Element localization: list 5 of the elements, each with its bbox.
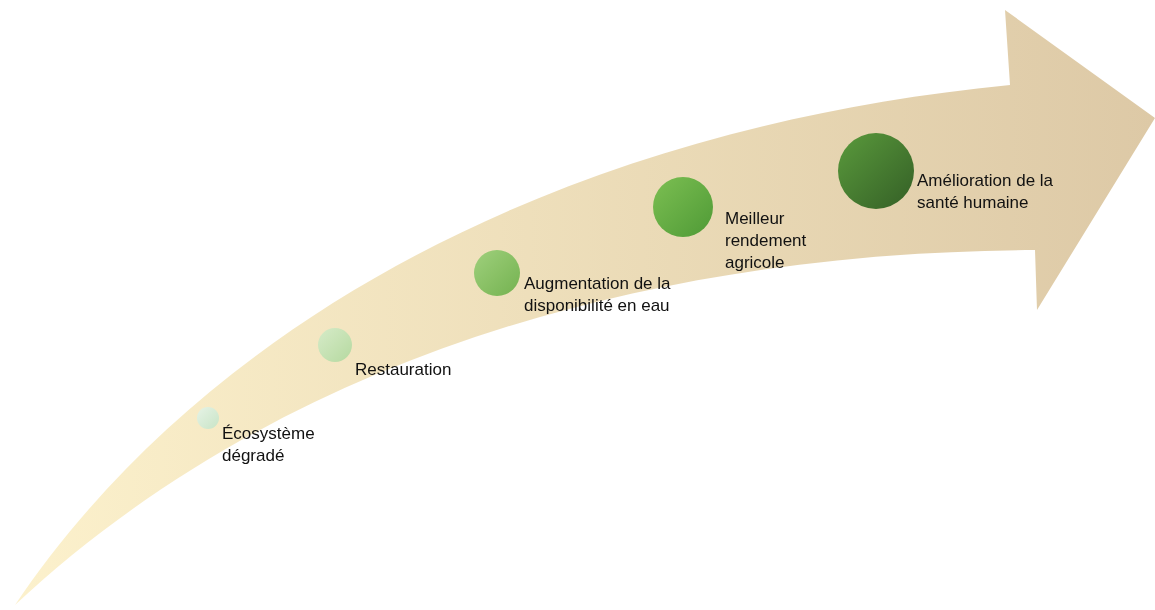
step-label: Écosystème dégradé <box>222 423 316 467</box>
step-label: Restauration <box>355 359 453 381</box>
step-label: Augmentation de la disponibilité en eau <box>524 273 672 317</box>
step-label: Amélioration de la santé humaine <box>917 170 1055 214</box>
step-label: Meilleur rendement agricole <box>725 208 808 274</box>
